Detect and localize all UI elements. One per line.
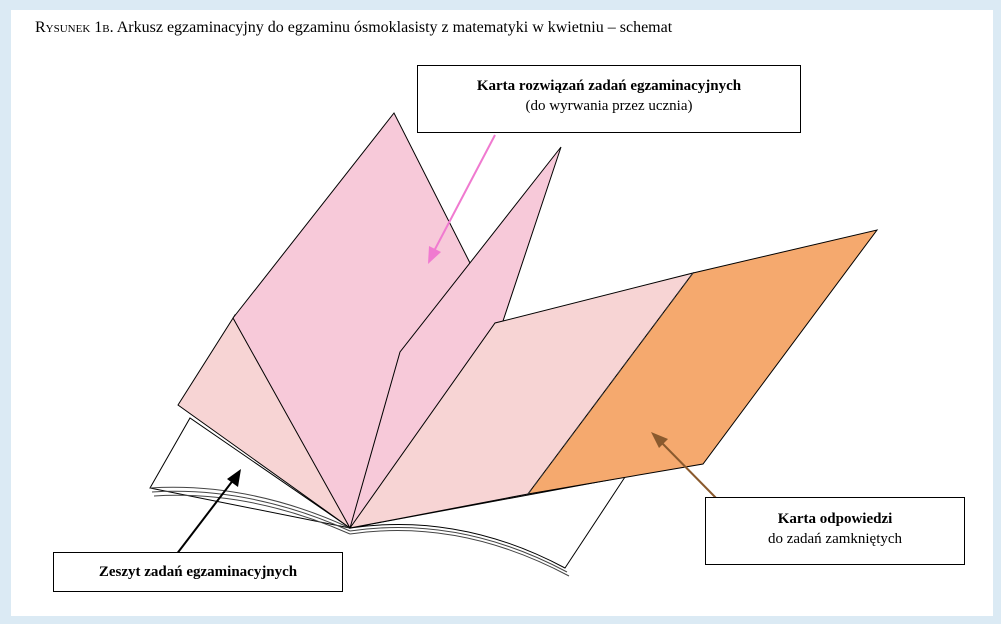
perforation-line: [527, 272, 694, 495]
figure-frame: Rysunek 1b. Arkusz egzaminacyjny do egza…: [11, 10, 993, 616]
label-karta-rozwiazan-title: Karta rozwiązań zadań egzaminacyjnych: [476, 78, 742, 94]
label-zeszyt-title: Zeszyt zadań egzaminacyjnych: [98, 564, 298, 580]
label-karta-rozwiazan-subtitle: (do wyrwania przez ucznia): [525, 98, 693, 114]
label-karta-odpowiedzi-subtitle: do zadań zamkniętych: [767, 531, 903, 547]
label-karta-rozwiazan: Karta rozwiązań zadań egzaminacyjnych (d…: [417, 65, 801, 133]
label-karta-odpowiedzi-title: Karta odpowiedzi: [777, 511, 893, 527]
figure-caption: Rysunek 1b. Arkusz egzaminacyjny do egza…: [35, 19, 672, 37]
label-karta-odpowiedzi: Karta odpowiedzi do zadań zamkniętych: [705, 497, 965, 565]
booklet-pages: [149, 417, 627, 577]
arrow-karta-odpowiedzi: [651, 432, 719, 501]
arrow-zeszyt: [175, 469, 241, 556]
label-zeszyt: Zeszyt zadań egzaminacyjnych: [53, 552, 343, 592]
caption-prefix: Rysunek 1b.: [35, 19, 114, 36]
arrow-karta-rozwiazan: [428, 134, 496, 264]
caption-text: Arkusz egzaminacyjny do egzaminu ósmokla…: [113, 19, 673, 36]
